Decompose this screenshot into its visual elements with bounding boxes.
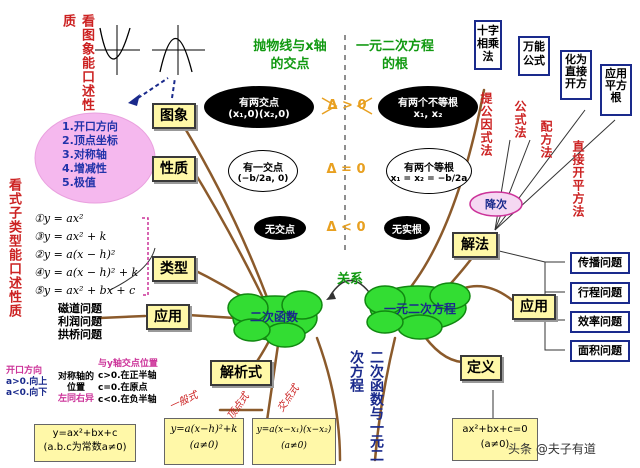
- note-c-position: 与y轴交点位置 c>0.在正半轴 c=0.在原点 c<0.在负半轴: [98, 359, 158, 405]
- properties-box[interactable]: 性质: [152, 156, 196, 182]
- cloud-right: [364, 282, 471, 340]
- method-box-direct-root[interactable]: 化为直接开方: [560, 50, 592, 100]
- method-label-formula: 公式法: [513, 100, 527, 139]
- application-item: 磁道问题: [58, 302, 102, 315]
- vertical-link-text: 二次函数与一元二次方程: [348, 350, 384, 462]
- method-box-square-root[interactable]: 应用平方根: [600, 64, 632, 116]
- types-box[interactable]: 类型: [152, 256, 196, 282]
- header-intersect: 抛物线与x轴的交点: [253, 39, 327, 72]
- delta-negative: Δ < 0: [326, 220, 366, 235]
- types-list: ①y = ax² ③y = ax² + k ②y = a(x − h)² ④y …: [34, 210, 144, 300]
- type-item: ②y = a(x − h)²: [34, 248, 116, 261]
- graphs-note: 看图象能口述性质: [60, 14, 94, 112]
- parabola-graph-1: [95, 25, 140, 75]
- definition-content: ax²+bx+c=0(a≠0): [452, 418, 538, 461]
- eq-app-area[interactable]: 面积问题: [570, 340, 630, 362]
- method-label-direct-square: 直接开平方法: [571, 140, 585, 218]
- application-item: 利润问题: [58, 315, 102, 328]
- property-item: 3.对称轴: [62, 148, 107, 161]
- type-item: ④y = a(x − h)² + k: [34, 266, 139, 279]
- case-no-real-roots: 无实根: [384, 216, 430, 240]
- type-item: ①y = ax²: [34, 212, 84, 225]
- type-item: ③y = ax² + k: [34, 230, 107, 243]
- header-roots: 一元二次方程的根: [356, 39, 435, 72]
- property-item: 4.增减性: [62, 162, 107, 175]
- center-quadratic-equation[interactable]: 一元二次方程: [383, 302, 456, 316]
- relation-label: 关系: [336, 272, 363, 287]
- case-one-intersection: 有一交点(−b/2a, 0): [228, 150, 298, 192]
- method-box-cross[interactable]: 十字相乘法: [474, 20, 502, 70]
- types-note: 看式子类型能口述性质: [6, 178, 21, 318]
- solve-box[interactable]: 解法: [452, 232, 498, 258]
- center-quadratic-function[interactable]: 二次函数: [249, 310, 298, 324]
- degree-down-oval: [469, 191, 523, 217]
- properties-list: 1.开口方向 2.顶点坐标 3.对称轴 4.增减性 5.极值: [62, 120, 142, 190]
- eq-app-spread[interactable]: 传播问题: [570, 252, 630, 274]
- type-item: ⑤y = ax² + bx + c: [34, 284, 136, 297]
- method-label-complete-square: 配方法: [539, 120, 553, 159]
- note-open-direction: 开口方向 a>0.向上 a<0.向下: [6, 366, 48, 398]
- applications-list: 磁道问题 利润问题 拱桥问题: [58, 302, 102, 341]
- property-item: 2.顶点坐标: [62, 134, 118, 147]
- eq-app-travel[interactable]: 行程问题: [570, 282, 630, 304]
- formula-general: y=ax²+bx+c(a.b.c为常数a≠0): [34, 424, 136, 462]
- application-item: 拱桥问题: [58, 328, 102, 341]
- cloud-left: [227, 290, 323, 348]
- note-axis-position: 对称轴的位置 左同右异: [57, 372, 94, 404]
- application-box-right[interactable]: 应用: [512, 294, 556, 320]
- eq-app-efficiency[interactable]: 效率问题: [570, 311, 630, 333]
- case-no-intersection: 无交点: [254, 216, 306, 240]
- formula-vertex: y=a(x−h)²+k(a≠0): [164, 418, 244, 465]
- property-item: 1.开口方向: [62, 120, 118, 133]
- case-two-intersections: 有两交点(x₁,0)(x₂,0): [204, 86, 314, 128]
- method-label-factor: 提公因式法: [479, 92, 493, 157]
- method-box-universal[interactable]: 万能公式: [518, 36, 550, 76]
- property-item: 5.极值: [62, 176, 96, 189]
- formula-box[interactable]: 解析式: [210, 360, 272, 386]
- parabola-graph-2: [152, 25, 205, 75]
- watermark: 头条 @夫子有道: [508, 442, 596, 456]
- formula-intercept: y=a(x−x₁)(x−x₂)(a≠0): [252, 418, 336, 465]
- delta-positive: Δ > 0: [327, 98, 367, 113]
- delta-zero: Δ = 0: [326, 162, 366, 177]
- degree-down-label: 降次: [485, 198, 507, 211]
- application-box-left[interactable]: 应用: [146, 304, 190, 330]
- graph-box[interactable]: 图象: [152, 103, 196, 129]
- definition-box[interactable]: 定义: [460, 355, 502, 381]
